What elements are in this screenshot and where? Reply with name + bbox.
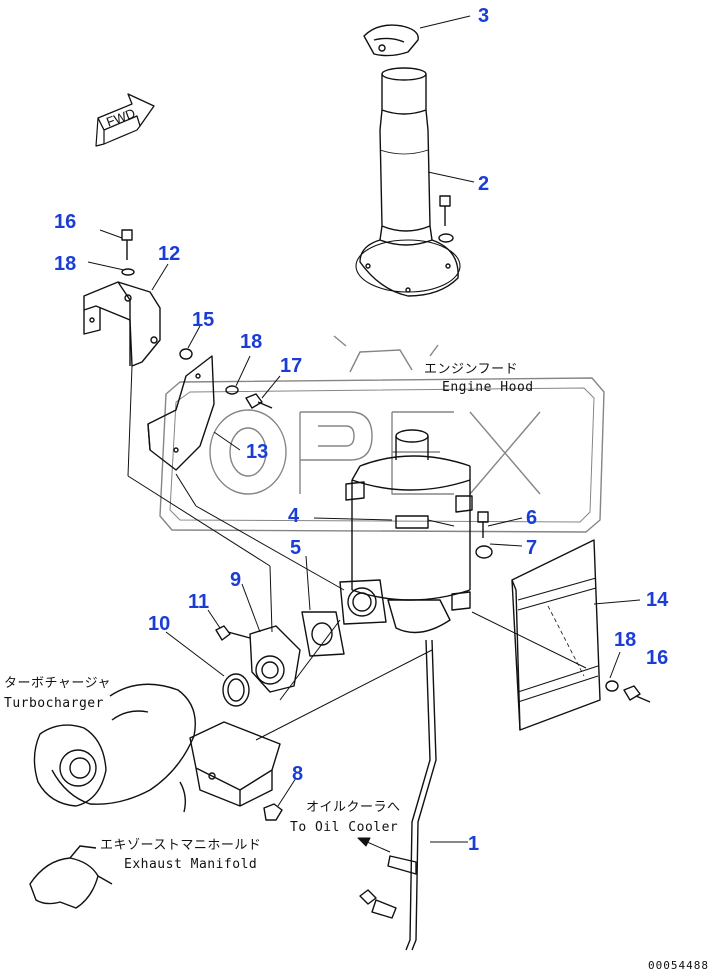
bolt-16-right: [623, 685, 651, 703]
callout-14: 14: [646, 589, 669, 611]
bracket-12: [83, 281, 161, 367]
callout-2: 2: [478, 173, 490, 195]
callout-4: 4: [288, 505, 300, 527]
elbow-9: [249, 625, 301, 693]
turbocharger: [33, 683, 196, 813]
bolt-17: [245, 393, 273, 409]
callout-15: 15: [192, 309, 215, 331]
heat-shield-13: [147, 355, 215, 471]
callout-6: 6: [526, 507, 538, 529]
rain-cap: [363, 24, 419, 57]
callout-7: 7: [526, 537, 538, 559]
callout-18-right: 18: [614, 629, 637, 651]
oil-cooler-jp: オイルクーラへ: [306, 800, 401, 815]
nut-15: [179, 348, 193, 360]
washer-18-mid: [225, 385, 239, 395]
callout-17: 17: [280, 355, 303, 377]
drain-tube-1: [359, 639, 437, 951]
bolt-6: [477, 511, 489, 538]
callout-10: 10: [148, 613, 171, 635]
bolt-11: [215, 625, 251, 641]
bolt-16-top: [121, 229, 135, 276]
guard-14: [511, 539, 601, 731]
support-8: [189, 721, 281, 807]
washer-18-right: [605, 680, 619, 692]
stack-bolt: [438, 195, 454, 243]
callout-13: 13: [246, 441, 269, 463]
callout-8: 8: [292, 763, 304, 785]
callout-18-mid: 18: [240, 331, 263, 353]
exhaust-manifold: [29, 845, 113, 909]
fwd-arrow: [95, 93, 155, 147]
turbocharger-jp: ターボチャージャ: [4, 676, 111, 691]
callout-18-top: 18: [54, 253, 77, 275]
exhaust-manifold-en: Exhaust Manifold: [124, 857, 258, 872]
callout-16-top: 16: [54, 211, 77, 233]
document-number: 00054488: [648, 959, 709, 972]
callout-1: 1: [468, 833, 480, 855]
exhaust-manifold-jp: エキゾーストマニホールド: [100, 838, 262, 853]
callout-9: 9: [230, 569, 242, 591]
spacer-7: [475, 545, 493, 559]
callout-16-right: 16: [646, 647, 669, 669]
turbocharger-en: Turbocharger: [4, 696, 104, 711]
leader-lines: [87, 15, 641, 853]
gasket-5: [301, 611, 345, 657]
exhaust-stack-pipe: [355, 67, 461, 297]
gasket-10: [222, 673, 250, 707]
oil-cooler-en: To Oil Cooler: [290, 820, 399, 835]
callout-5: 5: [290, 537, 302, 559]
engine-hood-en: Engine Hood: [442, 380, 534, 395]
opex-watermark: [159, 335, 605, 533]
nut-8: [263, 803, 283, 821]
muffler-4: [339, 429, 473, 634]
callout-11: 11: [188, 591, 210, 613]
callout-12: 12: [158, 243, 181, 265]
callout-3: 3: [478, 5, 490, 27]
engine-hood-jp: エンジンフード: [424, 362, 519, 377]
